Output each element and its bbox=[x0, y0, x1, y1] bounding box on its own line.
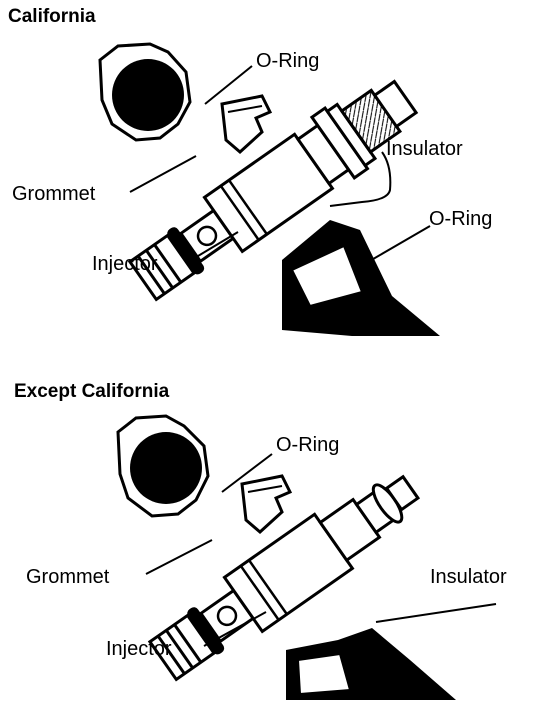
label-injector: Injector bbox=[106, 638, 172, 660]
o-ring-top-part bbox=[167, 227, 205, 275]
panel-title-california: California bbox=[8, 6, 96, 27]
manifold bbox=[282, 220, 440, 336]
fuel-rail-bore bbox=[130, 432, 202, 504]
label-o-ring-top: O-Ring bbox=[276, 434, 340, 456]
california-panel bbox=[98, 42, 440, 336]
label-insulator: Insulator bbox=[430, 566, 507, 588]
fuel-rail-bore bbox=[112, 59, 184, 131]
label-insulator: Insulator bbox=[386, 138, 463, 160]
label-o-ring-top: O-Ring bbox=[256, 50, 320, 72]
label-grommet: Grommet bbox=[12, 183, 96, 205]
connector bbox=[240, 474, 293, 535]
o-ring-top-part bbox=[187, 607, 225, 655]
label-o-ring-bottom: O-Ring bbox=[429, 208, 493, 230]
label-injector: Injector bbox=[92, 253, 158, 275]
panel-title-except-california: Except California bbox=[14, 381, 170, 402]
connector bbox=[220, 94, 273, 155]
except-california-panel bbox=[116, 414, 497, 700]
label-grommet: Grommet bbox=[26, 566, 110, 588]
